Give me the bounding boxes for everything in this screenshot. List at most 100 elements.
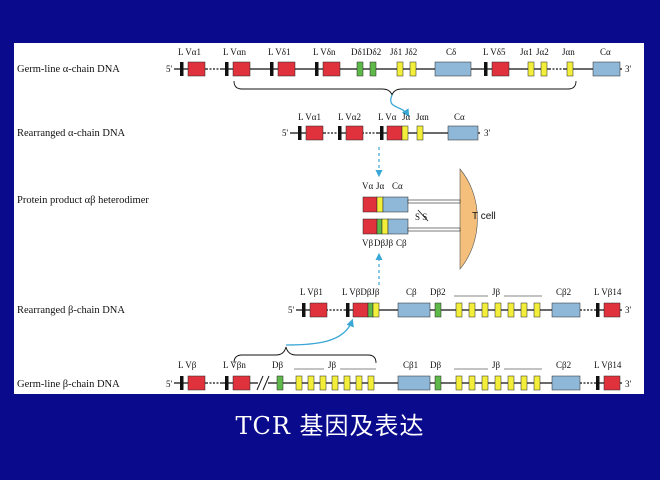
v-segment [232, 375, 251, 391]
segment-label: Jαn [562, 47, 575, 57]
leader-segment [180, 376, 184, 390]
d-segment [367, 302, 374, 318]
j-segment [295, 375, 303, 391]
segment-label: L Vα1 [178, 47, 201, 57]
segment-label: L Vβ14 [594, 360, 622, 370]
v-segment [386, 125, 403, 141]
j-segment [416, 125, 424, 141]
v-segment [345, 125, 364, 141]
j-segment-cluster [455, 302, 541, 318]
j-segment [355, 375, 363, 391]
leader-segment [596, 303, 600, 317]
j-segment-cluster [295, 375, 375, 391]
segment-label: L Vα [378, 112, 397, 122]
row-label-germline-alpha: Germ-line α-chain DNA [17, 64, 120, 75]
five-prime-label: 5' [288, 305, 295, 315]
v-segment [277, 61, 296, 77]
segment-label: Cβ [406, 287, 417, 297]
j-segment [507, 302, 515, 318]
j-segment [494, 302, 502, 318]
rearrangement-brace [233, 346, 377, 364]
segment-label: Cβ2 [556, 287, 571, 297]
j-segment [481, 302, 489, 318]
leader-segment [225, 62, 229, 76]
row-label-rearranged-beta: Rearranged β-chain DNA [17, 305, 125, 316]
segment-label: L Vβn [223, 360, 246, 370]
j-segment [455, 375, 463, 391]
membrane-anchor [407, 199, 461, 204]
c-region [387, 218, 409, 235]
j-segment [507, 375, 515, 391]
recombination-arrow [285, 318, 354, 346]
three-prime-label: 3' [625, 64, 632, 74]
leader-segment [380, 126, 384, 140]
beta-chain-label: Jβ [385, 238, 394, 248]
j-segment [372, 302, 380, 318]
j-segment [367, 375, 375, 391]
j-segment [319, 375, 327, 391]
v-segment [352, 302, 369, 318]
slide-caption: TCR 基因及表达 [235, 412, 425, 440]
leader-segment [484, 62, 488, 76]
segment-label: Dδ1 [351, 47, 366, 57]
segment-label: L Vδ1 [268, 47, 291, 57]
d-segment [369, 61, 377, 77]
j-segment [409, 61, 417, 77]
segment-label: L Vα2 [338, 112, 361, 122]
leader-segment [338, 126, 342, 140]
segment-label: Dδ2 [366, 47, 381, 57]
segment-label: Cβ2 [556, 360, 571, 370]
segment-label: L Vδn [313, 47, 336, 57]
beta-chain-label: Dβ [374, 238, 385, 248]
alpha-chain-label: Vα [362, 181, 373, 191]
segment-label: Cα [600, 47, 611, 57]
segment-label: Jαn [416, 112, 429, 122]
segment-label: Cδ [446, 47, 456, 57]
segment-label: L Vβ1 [300, 287, 323, 297]
five-prime-label: 5' [166, 379, 173, 389]
segment-label: Jβ [492, 287, 501, 297]
segment-label: Jβ [328, 360, 337, 370]
v-segment [232, 61, 251, 77]
alpha-chain-label: Cα [392, 181, 403, 191]
five-prime-label: 5' [166, 64, 173, 74]
j-segment-cluster [455, 375, 541, 391]
j-segment [494, 375, 502, 391]
segment-label: Dβ [272, 360, 283, 370]
segment-label: Jδ1 [390, 47, 402, 57]
tcr-gene-diagram: Germ-line α-chain DNA 5' 3' L Vα1 L Vαn … [17, 47, 632, 391]
chromosome-break-icon [256, 375, 270, 391]
alpha-chain-label: Jα [376, 181, 385, 191]
segment-label: L VβDβJβ [342, 287, 380, 297]
v-segment [603, 375, 621, 391]
j-segment [396, 61, 404, 77]
j-region [381, 218, 389, 235]
j-segment [331, 375, 339, 391]
v-segment [491, 61, 510, 77]
disulfide-bond-label: S S [415, 212, 427, 222]
d-segment [434, 302, 442, 318]
leader-segment [298, 126, 302, 140]
d-segment [434, 375, 442, 391]
j-segment [520, 302, 528, 318]
c-region [382, 196, 409, 213]
segment-label: Jβ [492, 360, 501, 370]
t-cell [459, 168, 478, 270]
j-segment [540, 61, 548, 77]
segment-label: L Vδ5 [483, 47, 506, 57]
j-segment [481, 375, 489, 391]
segment-label: Cβ1 [403, 360, 418, 370]
j-region [376, 196, 384, 213]
v-segment [603, 302, 621, 318]
segment-label: L Vβ [178, 360, 197, 370]
j-segment [533, 375, 541, 391]
leader-segment [180, 62, 184, 76]
leader-segment [225, 376, 229, 390]
row-germline-alpha: Germ-line α-chain DNA 5' 3' L Vα1 L Vαn … [17, 47, 632, 118]
leader-segment [270, 62, 274, 76]
row-label-rearranged-alpha: Rearranged α-chain DNA [17, 128, 126, 139]
leader-segment [315, 62, 319, 76]
leader-segment [346, 303, 350, 317]
three-prime-label: 3' [625, 379, 632, 389]
row-label-germline-beta: Germ-line β-chain DNA [17, 379, 120, 390]
